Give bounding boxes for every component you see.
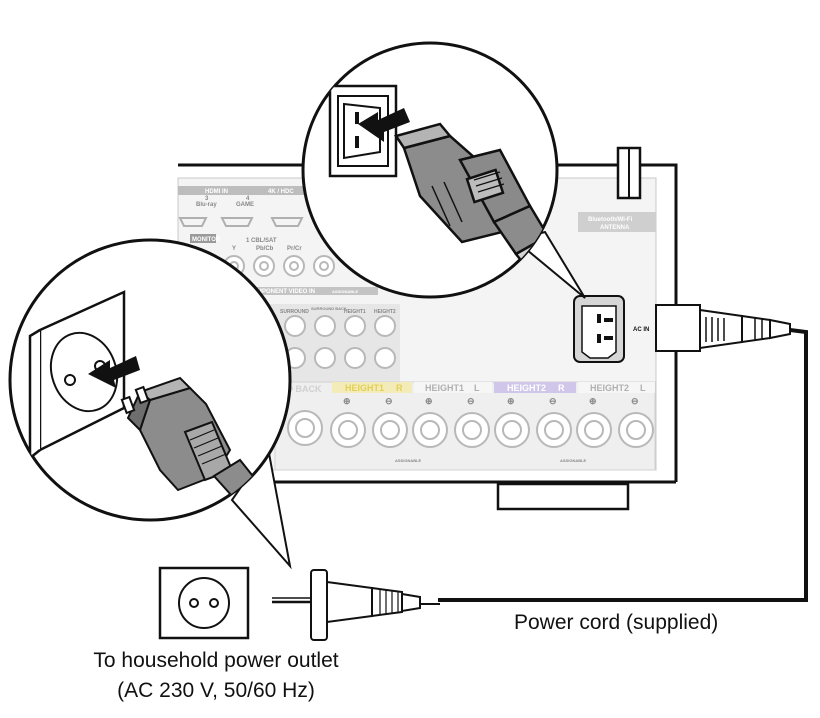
hdmi-ports (178, 217, 304, 227)
power-cord (420, 328, 808, 605)
spk-height1-r: HEIGHT1 (345, 383, 384, 393)
svg-text:⊖: ⊖ (467, 396, 475, 406)
hdmi-4-name: GAME (236, 202, 254, 208)
svg-text:⊖: ⊖ (631, 396, 639, 406)
assignable-label-2: ASSIGNABLE (560, 458, 587, 463)
hdmi-in-label: HDMI IN (205, 189, 228, 195)
component-header (218, 287, 378, 295)
speaker-headers: HEIGHT1 R HEIGHT1 L HEIGHT2 R HEIGHT2 L (332, 382, 655, 393)
preout-surround: SURROUND (280, 309, 309, 315)
wall-outlet (158, 566, 250, 640)
preout-jacks (284, 315, 396, 369)
assignable-label-1: ASSIGNABLE (395, 458, 422, 463)
monitor-badge (190, 234, 216, 243)
outlet-label-line2: (AC 230 V, 50/60 Hz) (117, 679, 315, 702)
svg-text:⊖: ⊖ (549, 396, 557, 406)
component-assignable-label: ASSIGNABLE (332, 289, 359, 294)
ac-inlet-socket (573, 295, 625, 363)
inlet-magnifier (301, 41, 586, 299)
monitor-label: MONITOR (192, 237, 221, 243)
spk-height1-r-side: R (396, 383, 403, 393)
spk-height2-r: HEIGHT2 (507, 383, 546, 393)
ac-in-label: AC IN (633, 327, 649, 333)
spk-height2-l: HEIGHT2 (590, 383, 629, 393)
iec-plug-at-receiver (655, 304, 791, 352)
hdmi-header (178, 186, 308, 195)
svg-text:⊖: ⊖ (385, 396, 393, 406)
power-cord-label: Power cord (supplied) (514, 611, 718, 634)
component-pr-label: Pr/Cr (287, 246, 302, 252)
hdmi-3-name: Blu-ray (196, 202, 217, 208)
component-pb-label: Pb/Cb (256, 246, 274, 252)
preout-height2: HEIGHT2 (374, 309, 396, 315)
surround-back-label: ND BACK (280, 384, 322, 394)
spk-height1-l: HEIGHT1 (425, 383, 464, 393)
spk-height2-l-side: L (640, 383, 646, 393)
hdmi-4k-label: 4K / HDC (268, 189, 294, 195)
hdmi-4-num: 4 (246, 196, 250, 202)
component-video-label: COMPONENT VIDEO IN (248, 289, 315, 295)
component-y-label: Y (232, 246, 236, 252)
svg-text:⊕: ⊕ (343, 396, 351, 406)
svg-text:⊕: ⊕ (425, 396, 433, 406)
svg-text:⊕: ⊕ (507, 396, 515, 406)
spk-height2-r-side: R (558, 383, 565, 393)
antenna-label-1: Bluetooth/Wi-Fi (588, 217, 633, 223)
wall-plug (272, 569, 421, 641)
antenna: Bluetooth/Wi-Fi ANTENNA (578, 146, 656, 232)
svg-text:⊕: ⊕ (589, 396, 597, 406)
hdmi-3-num: 3 (205, 196, 209, 202)
preout-surround-back: SURROUND BACK (311, 306, 347, 311)
spk-height1-l-side: L (474, 383, 480, 393)
outlet-label-line1: To household power outlet (93, 649, 338, 672)
receiver-foot (496, 482, 630, 511)
antenna-label-2: ANTENNA (600, 225, 630, 231)
speaker-polarity-marks: ⊕ ⊖ ⊕ ⊖ ⊕ ⊖ ⊕ ⊖ (343, 396, 639, 406)
outlet-magnifier (8, 238, 292, 570)
preout-height1: HEIGHT1 (344, 309, 366, 315)
cbl-sat-label: 1 CBL/SAT (246, 238, 277, 244)
speaker-binding-posts (287, 410, 654, 448)
